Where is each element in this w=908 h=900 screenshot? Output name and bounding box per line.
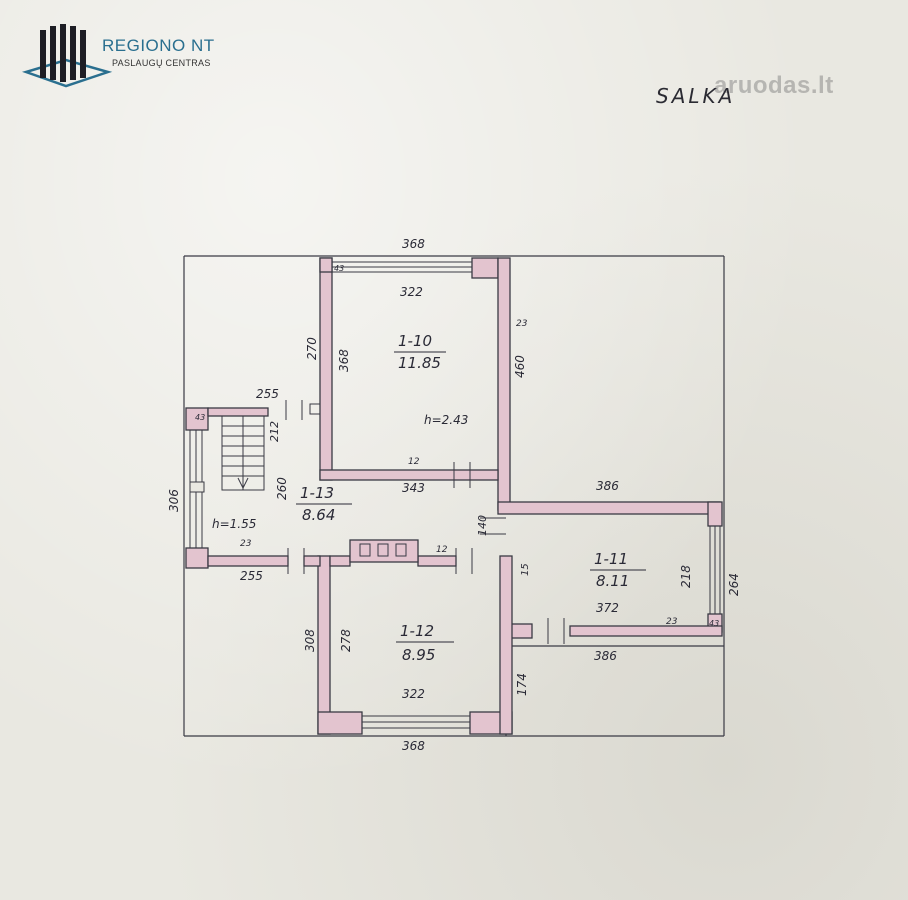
walls-room-1-12 xyxy=(317,555,513,735)
dim-stair-left: 306 xyxy=(167,489,181,512)
dim-r10-top-inner: 322 xyxy=(400,285,423,299)
dim-r10-left-outer: 270 xyxy=(305,337,319,360)
watermark: aruodas.lt xyxy=(714,72,834,99)
dim-door-12: 12 xyxy=(436,545,448,555)
height-stair: h=1.55 xyxy=(212,517,256,531)
dim-stair-hall: 260 xyxy=(275,477,289,500)
dim-stair-wall: 23 xyxy=(240,539,252,549)
logo-subtitle: PASLAUGŲ CENTRAS xyxy=(112,58,211,68)
dim-r11-right-outer: 264 xyxy=(727,573,741,596)
room-id-1-10: 1-10 xyxy=(398,332,432,350)
dim-r11-top: 386 xyxy=(596,479,619,493)
dimension-labels: 368 368 322 43 23 343 12 255 43 23 255 3… xyxy=(195,237,719,753)
dim-door-15: 15 xyxy=(520,563,531,576)
room-area-1-10: 11.85 xyxy=(398,354,441,372)
company-logo xyxy=(18,22,248,92)
dim-stair-corner: 43 xyxy=(195,413,205,422)
room-area-1-11: 8.11 xyxy=(596,572,629,590)
dim-r10-left-inner: 368 xyxy=(337,349,351,372)
building-logo-icon xyxy=(21,24,113,88)
logo-title: REGIONO NT xyxy=(102,36,215,55)
dim-r10-wall: 23 xyxy=(516,319,528,329)
dim-stair-depth: 212 xyxy=(268,421,281,442)
dim-r10-right: 460 xyxy=(513,355,527,378)
room-id-1-11: 1-11 xyxy=(594,550,628,568)
height-main: h=2.43 xyxy=(424,413,468,427)
room-id-1-12: 1-12 xyxy=(400,622,434,640)
staircase xyxy=(221,415,265,491)
door-marks xyxy=(285,400,565,644)
room-area-1-12: 8.95 xyxy=(402,646,435,664)
dim-r11-inner: 372 xyxy=(596,601,619,615)
dim-r12-left-outer: 308 xyxy=(303,629,317,652)
dim-r10-corner: 43 xyxy=(334,264,344,273)
window-room-1-10 xyxy=(332,261,472,273)
dim-r11-right-inner: 218 xyxy=(679,565,693,588)
dim-r12-bottom: 322 xyxy=(402,687,425,701)
stove xyxy=(349,539,419,563)
dim-stair-bottom: 255 xyxy=(240,569,263,583)
dim-r11-bottom: 386 xyxy=(594,649,617,663)
room-labels: 1-10 11.85 1-11 8.11 1-12 8.95 1-13 8.64 xyxy=(296,332,646,664)
dim-r12-left-inner: 278 xyxy=(339,629,353,652)
dim-bottom-overall: 368 xyxy=(402,739,425,753)
post xyxy=(309,403,321,415)
outer-frame xyxy=(183,255,725,737)
window-room-1-12 xyxy=(362,715,470,729)
dim-r12-right: 174 xyxy=(515,673,529,696)
window-room-1-11 xyxy=(709,526,721,614)
walls-stair xyxy=(185,407,321,569)
dim-stair-width: 255 xyxy=(256,387,279,401)
dim-top-overall: 368 xyxy=(402,237,425,251)
dim-r11-wall: 23 xyxy=(666,617,678,627)
dim-r11-corner: 43 xyxy=(709,619,719,628)
walls-room-1-10 xyxy=(319,257,511,511)
room-area-1-13: 8.64 xyxy=(302,506,335,524)
dim-door-140: 140 xyxy=(476,515,489,536)
dim-r10-bottom: 343 xyxy=(402,481,425,495)
dim-r10-small: 12 xyxy=(408,457,420,467)
stair-window xyxy=(189,430,205,548)
room-id-1-13: 1-13 xyxy=(300,484,334,502)
plan-title: SALKA xyxy=(656,84,736,108)
dimension-labels-vertical: 270 368 460 212 260 306 140 15 218 264 3… xyxy=(167,337,741,696)
